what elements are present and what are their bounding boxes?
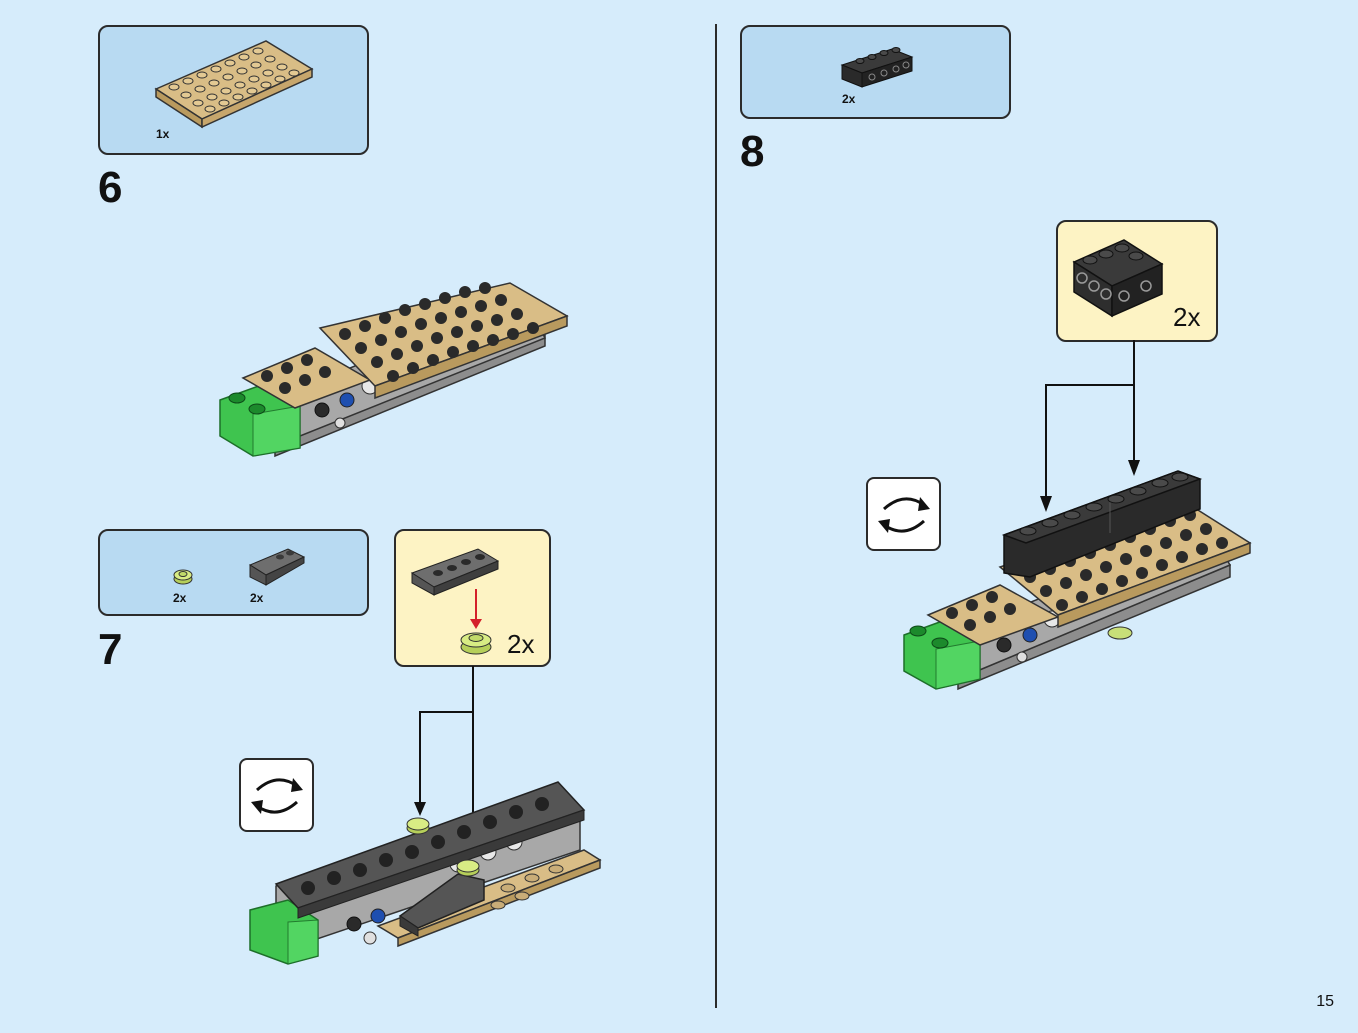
step-6-assembly <box>219 282 569 458</box>
step-7-part-2-qty: 2x <box>250 591 264 605</box>
step-7-part-1-qty: 2x <box>173 591 187 605</box>
black-brick-1x4-callout-icon <box>1072 239 1164 318</box>
slope-on-round-plate-icon <box>410 548 500 655</box>
blue-pin-icon <box>370 908 386 924</box>
blue-pin-icon <box>339 392 355 408</box>
step-7-rotate-indicator <box>239 758 314 832</box>
step-8-guide-arrows <box>1040 340 1140 512</box>
step-7-number: 7 <box>98 625 123 674</box>
step-8-number: 8 <box>740 127 765 176</box>
step-7-callout-qty: 2x <box>507 629 535 659</box>
step-7-callout: 2x <box>394 529 551 667</box>
step-6-part-qty: 1x <box>156 127 170 141</box>
step-7-parts-box: 2x 2x <box>98 529 369 616</box>
black-brick-1x4-studs-icon <box>840 47 914 88</box>
step-8-rotate-indicator <box>866 477 941 551</box>
step-6-number: 6 <box>98 163 123 212</box>
step-8-parts-box: 2x <box>740 25 1011 119</box>
step-7-assembly <box>249 781 602 965</box>
step-8-assembly <box>903 470 1252 691</box>
rotate-icon <box>878 497 930 533</box>
tan-plate-4x8-icon <box>154 40 314 129</box>
step-8-callout-qty: 2x <box>1173 302 1201 332</box>
page-number: 15 <box>1316 993 1334 1010</box>
step-8-part-qty: 2x <box>842 92 856 106</box>
page-divider <box>715 24 717 1008</box>
step-8-callout: 2x <box>1056 220 1218 342</box>
rotate-icon <box>251 778 303 814</box>
step-6-parts-box: 1x <box>98 25 369 155</box>
blue-pin-icon <box>1022 627 1038 643</box>
lime-round-plate-icon <box>173 569 193 585</box>
dark-slope-icon <box>248 548 306 586</box>
